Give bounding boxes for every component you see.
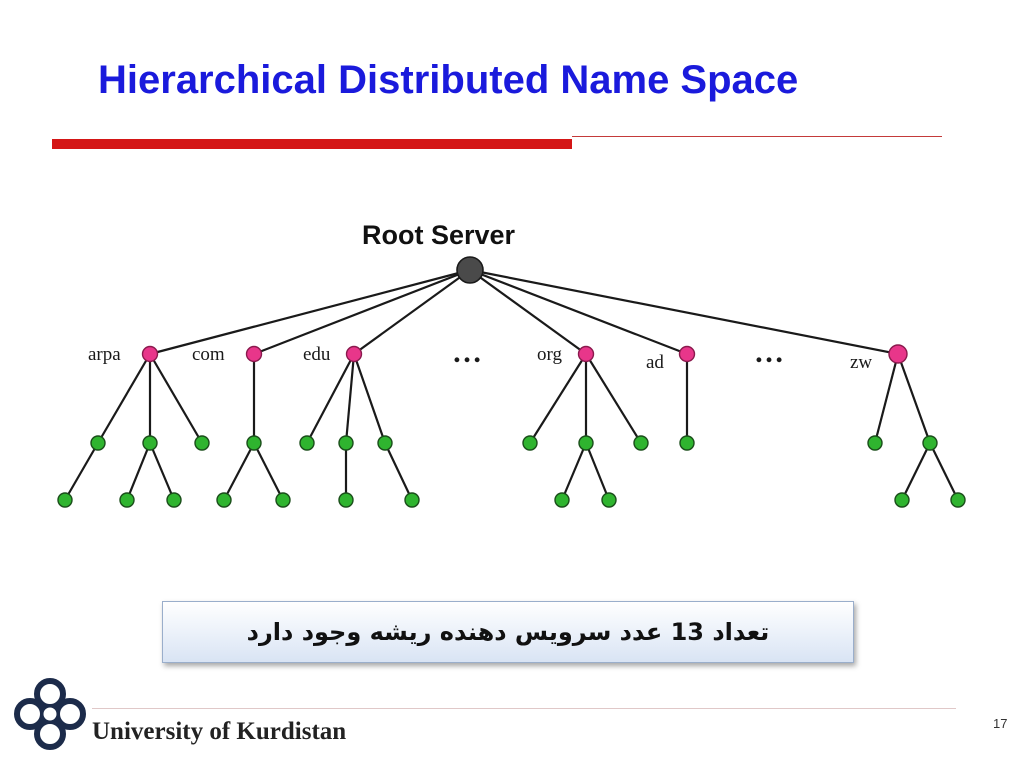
- tld-label-arpa: arpa: [88, 344, 121, 365]
- title-underline-thick: [52, 139, 572, 149]
- tld-labels: arpa com edu org ad zw: [88, 344, 872, 373]
- leaf-node: [922, 435, 938, 451]
- leaf-node: [142, 435, 158, 451]
- tld-label-com: com: [192, 344, 225, 365]
- tld-node-zw: [888, 344, 908, 364]
- leaf-node: [894, 492, 910, 508]
- leaf-node: [679, 435, 695, 451]
- leaf-node: [119, 492, 135, 508]
- leaf-node: [633, 435, 649, 451]
- leaf-node: [377, 435, 393, 451]
- university-name: University of Kurdistan: [92, 718, 347, 745]
- university-logo-icon: [14, 678, 86, 750]
- leaf-node: [522, 435, 538, 451]
- leaf-node: [404, 492, 420, 508]
- leaf-node: [578, 435, 594, 451]
- leaf-node: [338, 492, 354, 508]
- tld-label-org: org: [537, 344, 562, 365]
- root-server-count-note: تعداد 13 عدد سرویس دهنده ریشه وجود دارد: [162, 601, 854, 663]
- leaf-node: [275, 492, 291, 508]
- page-number: 17: [993, 716, 1008, 731]
- leaf-node: [950, 492, 966, 508]
- leaf-node: [57, 492, 73, 508]
- leaf-node: [246, 435, 262, 451]
- tld-node-com: [245, 345, 263, 363]
- tld-label-edu: edu: [303, 344, 331, 365]
- ellipsis-more-tlds: …: [754, 336, 787, 369]
- leaf-node: [867, 435, 883, 451]
- leaf-node: [90, 435, 106, 451]
- note-text: تعداد 13 عدد سرویس دهنده ریشه وجود دارد: [246, 618, 770, 646]
- leaf-node: [554, 492, 570, 508]
- leaf-node: [166, 492, 182, 508]
- tld-node-arpa: [141, 345, 159, 363]
- leaf-node: [299, 435, 315, 451]
- ellipsis-more-tlds: …: [452, 336, 485, 369]
- tld-node-edu: [345, 345, 363, 363]
- tld-label-zw: zw: [850, 352, 872, 373]
- leaf-node: [194, 435, 210, 451]
- leaf-node: [338, 435, 354, 451]
- root-server-node: [456, 256, 484, 284]
- title-underline-thin: [572, 136, 942, 137]
- leaf-node: [601, 492, 617, 508]
- footer-divider: [92, 708, 956, 709]
- leaf-nodes: [57, 435, 966, 508]
- root-server-label: Root Server: [362, 220, 516, 250]
- tld-node-org: [577, 345, 595, 363]
- tld-label-ad: ad: [646, 352, 664, 373]
- tree-edges: [64, 268, 959, 501]
- slide-title: Hierarchical Distributed Name Space: [98, 58, 799, 102]
- name-space-tree: Root Server arpa com edu org ad zw … …: [57, 220, 966, 508]
- tld-nodes: [141, 344, 908, 364]
- leaf-node: [216, 492, 232, 508]
- tld-node-ad: [678, 345, 696, 363]
